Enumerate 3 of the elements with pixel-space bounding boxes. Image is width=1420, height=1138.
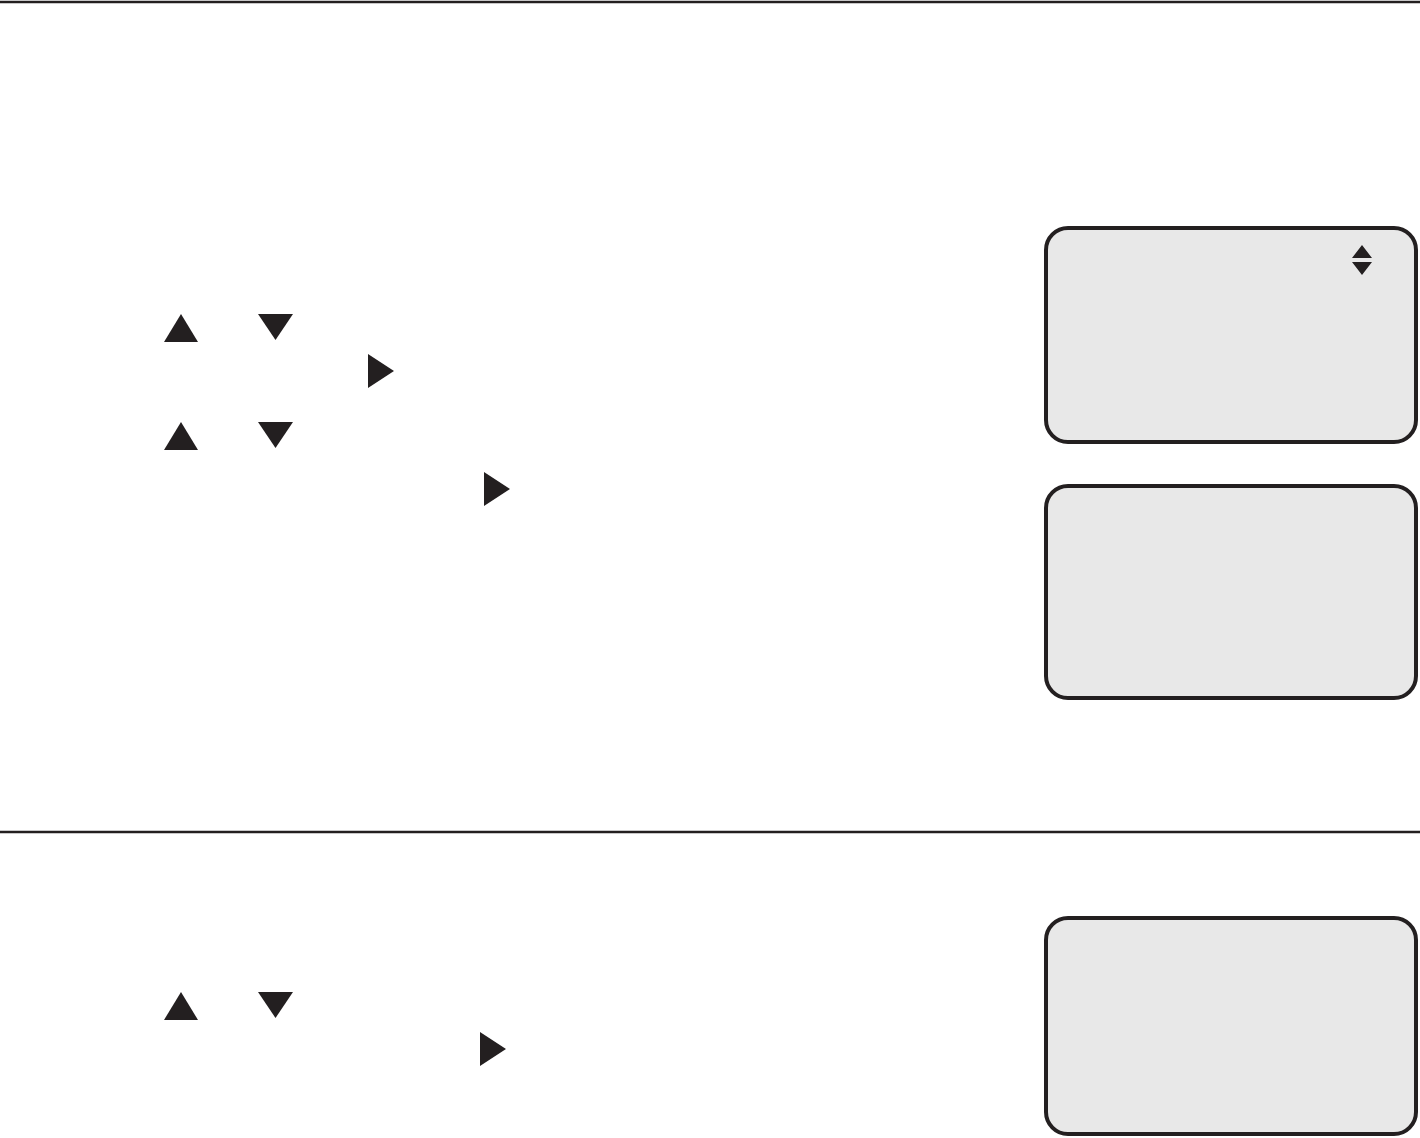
lcd-screen bbox=[1044, 916, 1418, 1136]
lcd-screen bbox=[1044, 484, 1418, 700]
lcd-screen bbox=[1044, 226, 1418, 444]
